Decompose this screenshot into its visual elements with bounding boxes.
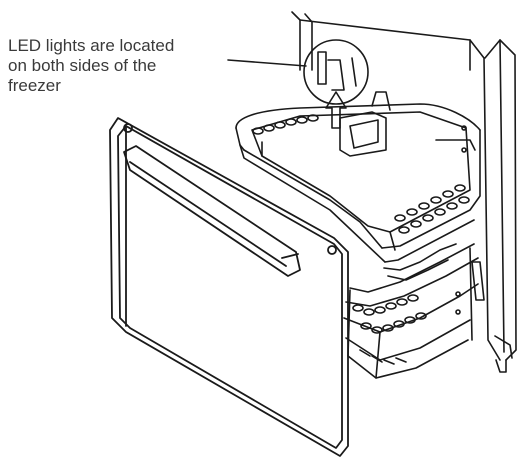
callout-line-2: on both sides of the <box>8 56 238 76</box>
drawer-front <box>110 118 348 456</box>
lower-basket <box>344 244 478 378</box>
callout-line-1: LED lights are located <box>8 36 238 56</box>
callout-line-3: freezer <box>8 76 238 96</box>
led-lights-label: LED lights are located on both sides of … <box>8 36 238 96</box>
